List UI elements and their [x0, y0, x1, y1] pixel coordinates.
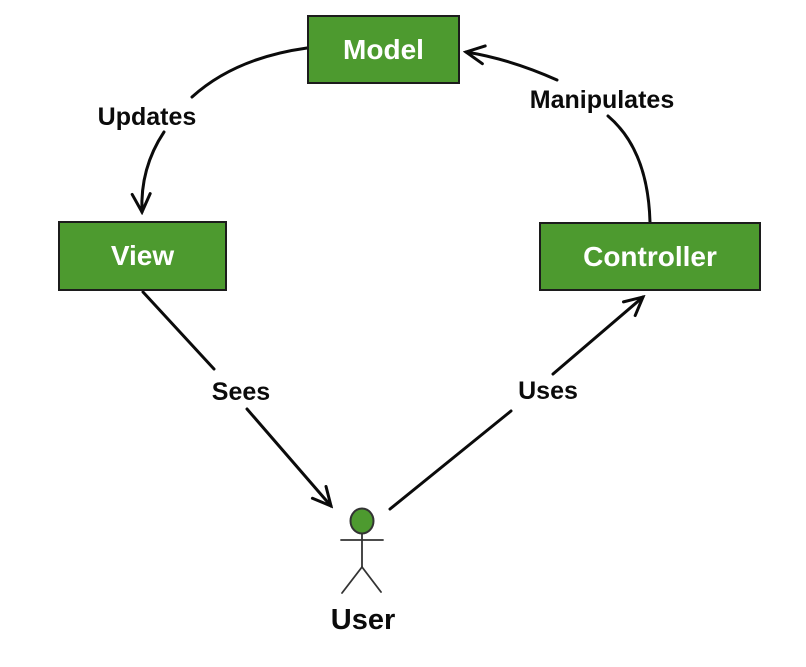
edge-manipulates-lower-segment — [606, 114, 652, 224]
node-model: Model — [307, 15, 460, 84]
edge-updates-lower-arrow — [142, 130, 166, 212]
node-controller: Controller — [539, 222, 761, 291]
edge-updates-upper-segment — [190, 46, 309, 99]
node-view: View — [58, 221, 227, 291]
actor-head — [349, 507, 375, 535]
user-actor-figure — [340, 507, 384, 594]
edge-label-uses: Uses — [518, 377, 578, 405]
edge-sees-lower-arrow — [245, 407, 331, 506]
edge-manipulates-upper-arrow — [466, 52, 559, 82]
edge-label-sees: Sees — [211, 378, 271, 406]
node-model-label: Model — [343, 33, 424, 65]
actor-user-label: User — [330, 604, 396, 636]
edge-sees-upper-segment — [141, 290, 216, 371]
actor-right-leg — [361, 566, 382, 593]
edge-label-manipulates: Manipulates — [529, 86, 675, 114]
actor-left-leg — [341, 566, 363, 594]
edge-label-updates: Updates — [97, 103, 197, 131]
edge-uses-upper-arrow — [551, 297, 643, 376]
edge-uses-lower-segment — [388, 409, 513, 511]
node-view-label: View — [110, 240, 175, 271]
node-controller-label: Controller — [583, 240, 717, 272]
